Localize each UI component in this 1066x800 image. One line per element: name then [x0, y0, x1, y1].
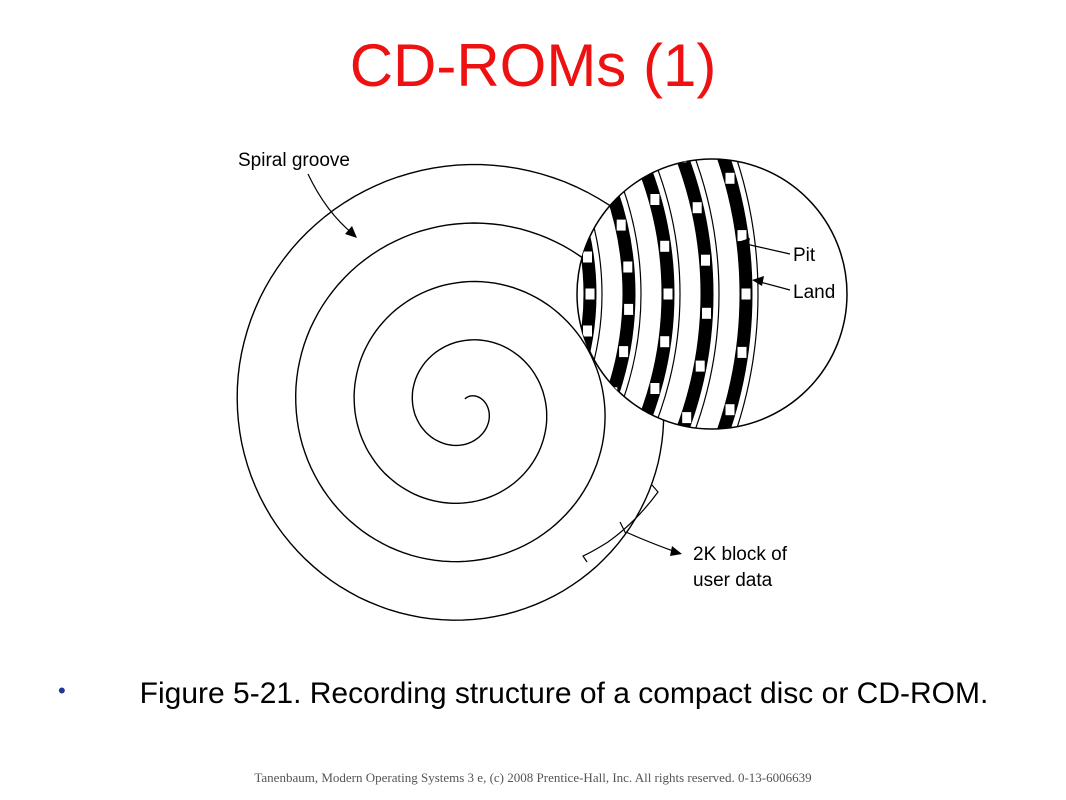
land-edge: [577, 159, 603, 429]
block-label-line2: user data: [693, 570, 773, 591]
land-label: Land: [793, 282, 835, 303]
pit: [546, 147, 555, 158]
block-arrowhead: [670, 546, 682, 556]
figure-caption: Figure 5-21. Recording structure of a co…: [139, 677, 989, 710]
pit: [741, 288, 751, 300]
pit: [682, 412, 692, 424]
magnified-view: [546, 140, 848, 522]
spiral-groove-arrow: [307, 173, 357, 238]
caption-bullet: •: [58, 678, 66, 703]
pit: [619, 346, 629, 358]
land-edge: [637, 159, 720, 429]
pit-label: Pit: [793, 245, 816, 266]
spiral-groove-path: [236, 163, 687, 621]
track-4: [622, 159, 714, 429]
pit: [583, 325, 592, 337]
pit-arrow: [738, 238, 791, 255]
land-edge: [606, 159, 681, 429]
land-arrow: [752, 276, 791, 291]
block-bracket: [582, 484, 682, 563]
pit: [623, 261, 633, 273]
pit: [571, 463, 580, 474]
block-label-line1: 2K block of: [693, 544, 788, 565]
pit: [563, 397, 572, 408]
pit: [650, 383, 660, 394]
pit: [702, 307, 711, 319]
pit: [592, 426, 601, 429]
pit: [587, 140, 596, 151]
cd-diagram-svg: Spiral groove Pit Land 2K block of user …: [236, 140, 848, 621]
pit: [701, 254, 710, 266]
land-edge: [668, 159, 759, 429]
pit: [737, 346, 747, 358]
pit: [624, 303, 634, 315]
pit: [577, 361, 585, 373]
pit: [660, 336, 670, 348]
pit: [616, 219, 626, 231]
pit: [634, 159, 644, 160]
pit: [663, 288, 673, 300]
pit: [660, 240, 670, 252]
pit: [725, 404, 735, 416]
pit: [679, 511, 688, 522]
land-edge: [577, 159, 642, 429]
pit: [706, 459, 715, 470]
pit: [604, 178, 614, 190]
pit: [662, 461, 671, 472]
pit: [577, 215, 585, 227]
pit: [546, 430, 555, 441]
pit: [583, 251, 592, 263]
slide-title: CD-ROMs (1): [349, 32, 717, 99]
pit: [650, 194, 660, 205]
pit: [692, 202, 702, 214]
pit: [608, 387, 618, 399]
pit: [634, 428, 644, 429]
pit: [695, 360, 705, 372]
pit: [725, 172, 735, 184]
pit: [612, 470, 621, 481]
spiral-groove-label: Spiral groove: [238, 150, 350, 171]
track-2: [577, 159, 636, 429]
copyright-footer: Tanenbaum, Modern Operating Systems 3 e,…: [254, 770, 812, 785]
pit: [585, 288, 595, 300]
pit: [677, 159, 687, 163]
cd-recording-diagram: Spiral groove Pit Land 2K block of user …: [200, 130, 880, 630]
pit: [737, 230, 747, 242]
